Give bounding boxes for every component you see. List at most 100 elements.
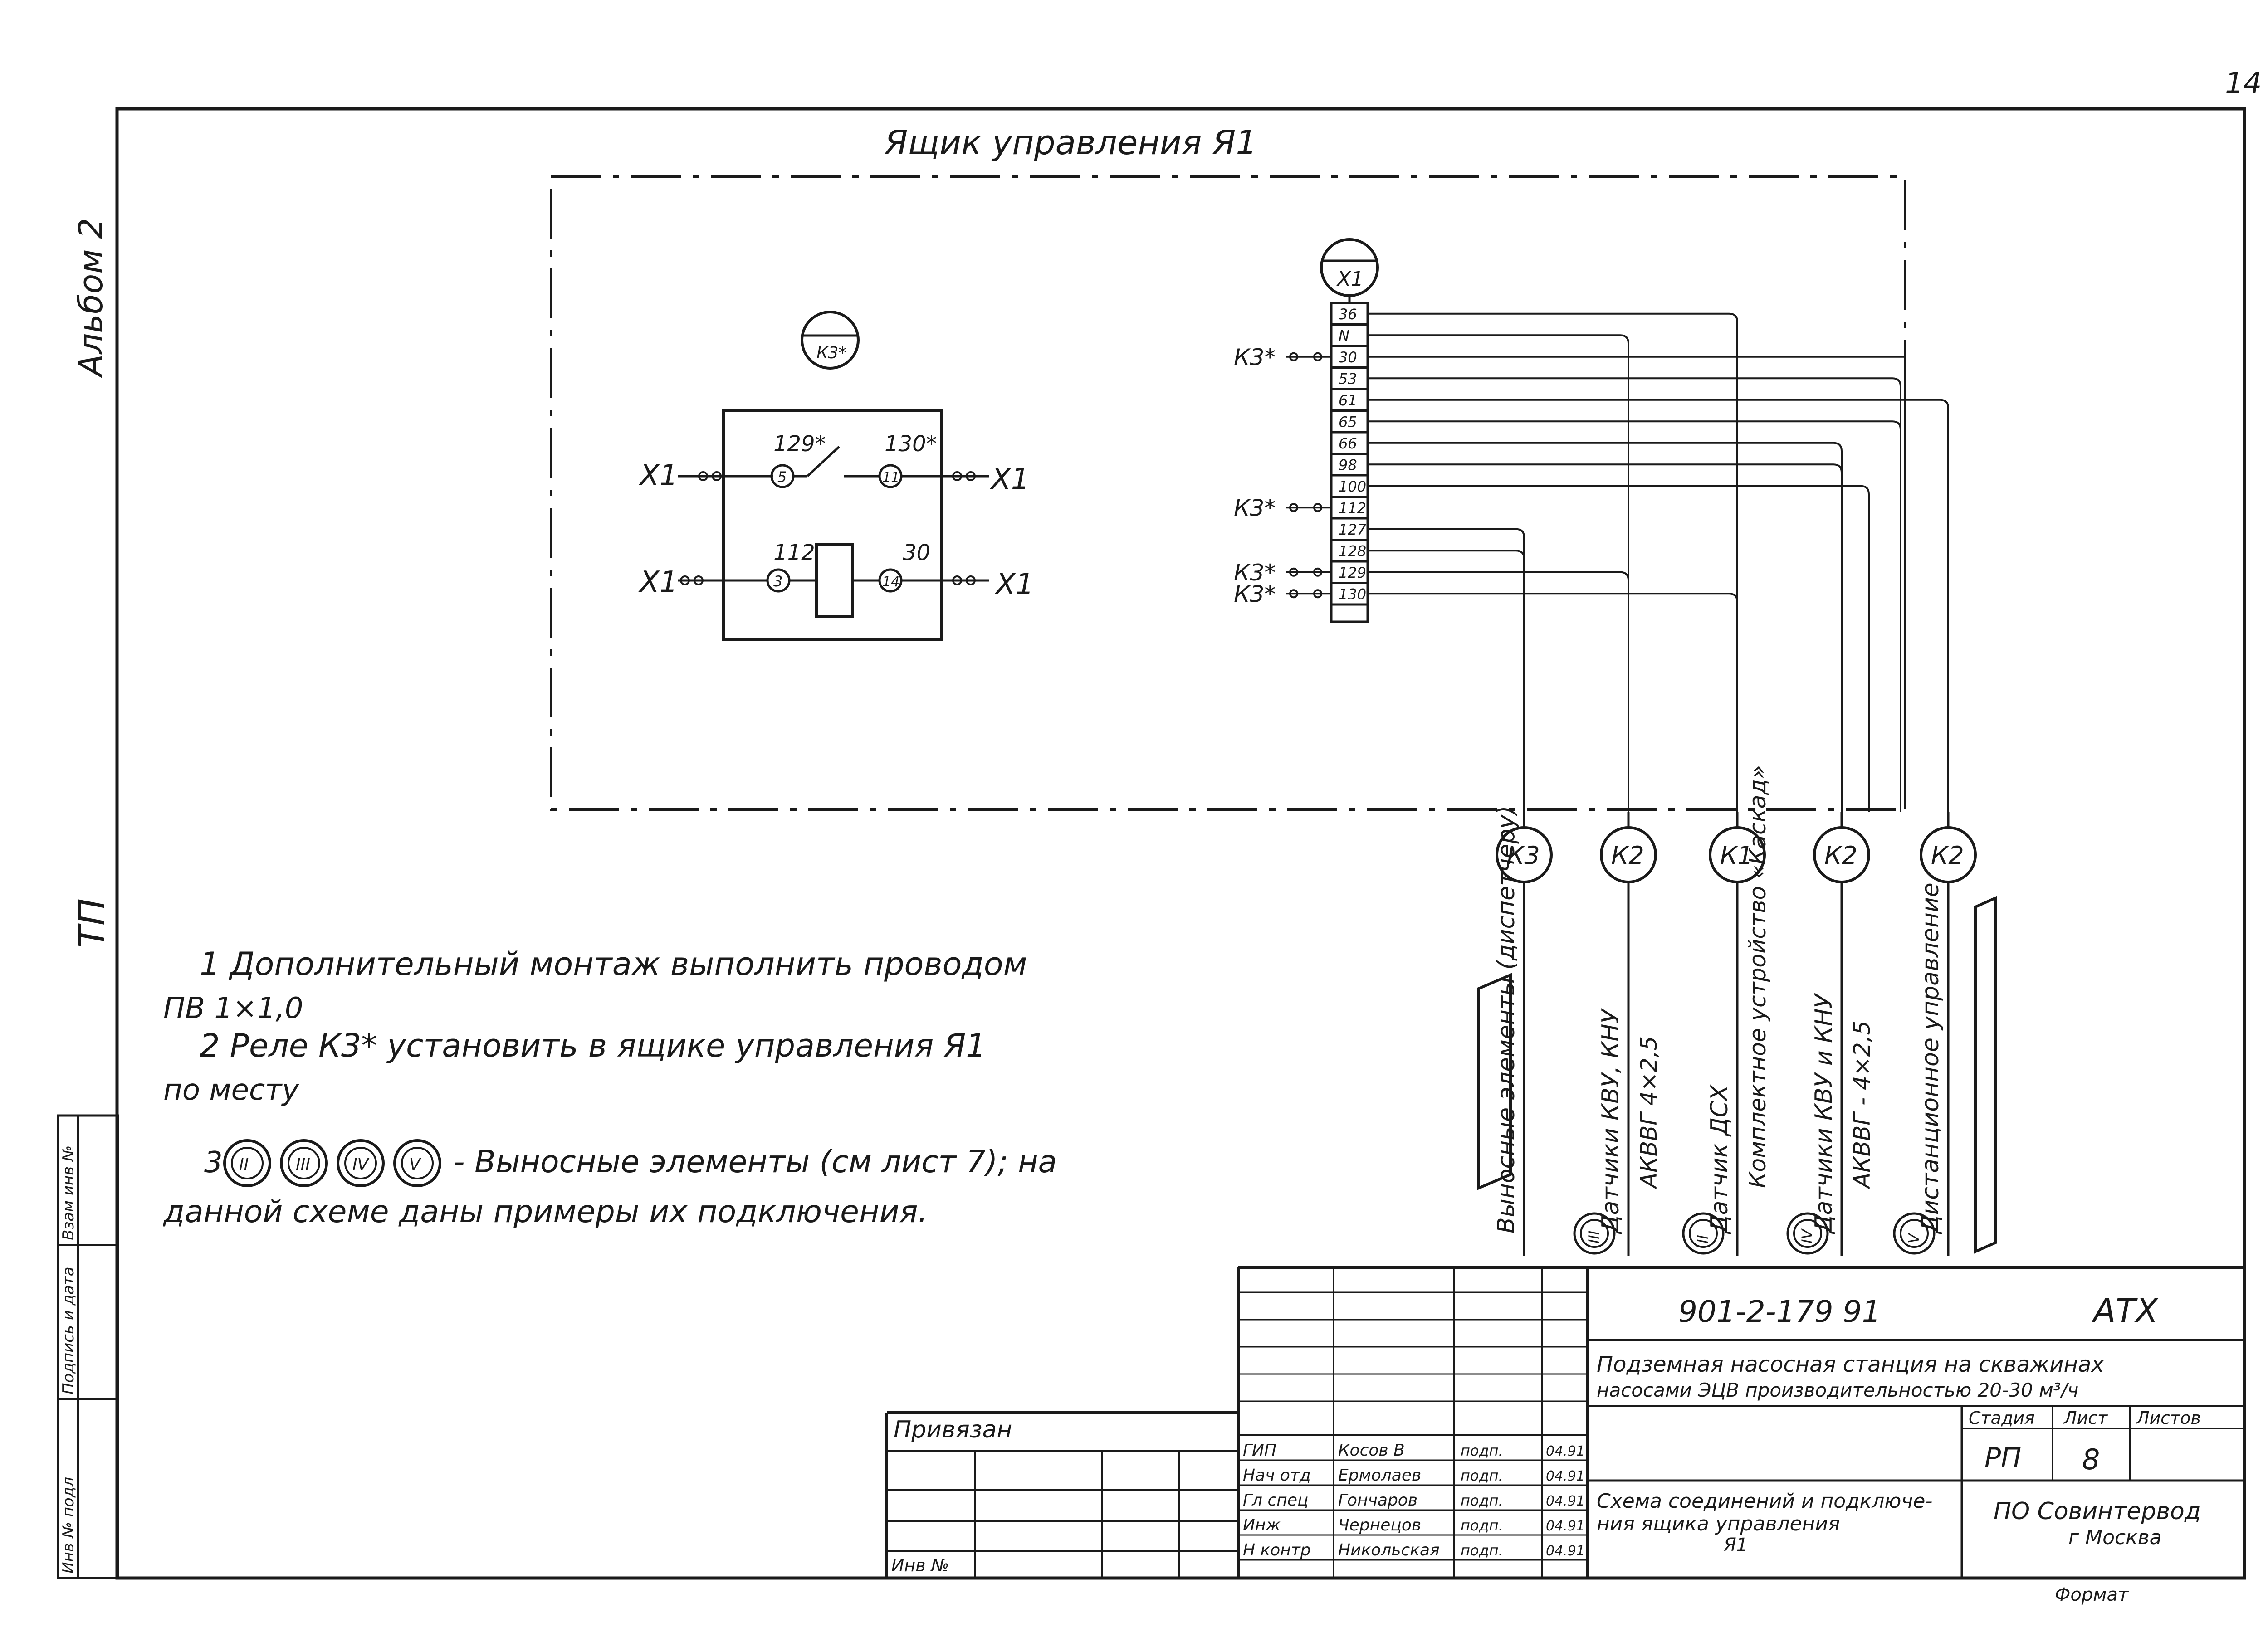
- remote-element-numeral: II: [1694, 1235, 1711, 1243]
- signature-role: Н контр: [1243, 1541, 1311, 1559]
- relay-terminal-14: 14: [882, 574, 899, 590]
- wire: [1368, 334, 1629, 812]
- signature-role: Нач отд: [1243, 1466, 1311, 1485]
- signature-mark: подп.: [1461, 1517, 1503, 1534]
- signature-role: Гл спец: [1243, 1491, 1309, 1510]
- cable-description: Датчики КВУ и КНУ: [1810, 993, 1838, 1234]
- bracket-symbol: [1974, 896, 1997, 1254]
- terminal-number: 65: [1339, 414, 1357, 431]
- inv-no-label: Инв №: [891, 1555, 949, 1575]
- cable-spec: АКВВГ 4×2,5: [1636, 1036, 1662, 1189]
- signature-date: 04.91: [1546, 1543, 1585, 1559]
- note-marker-numeral: V: [409, 1155, 421, 1174]
- note-marker-inner: [344, 1147, 377, 1179]
- relay-x1-left-bottom: Х1: [638, 565, 678, 599]
- wire: [1368, 399, 1949, 812]
- remote-element-marker: [1682, 1212, 1725, 1255]
- terminal-number: 66: [1339, 435, 1357, 452]
- note-2-line-2: по месту: [163, 1073, 299, 1107]
- note-1-line-2: ПВ 1×1,0: [163, 992, 303, 1025]
- k3-pointer-label: К3*: [1234, 581, 1276, 607]
- side-stamp: Инв № подл Подпись и дата Взам инв №: [57, 1114, 119, 1579]
- notes: 1 Дополнительный монтаж выполнить провод…: [163, 945, 1057, 1230]
- signature-mark: подп.: [1461, 1467, 1503, 1484]
- note-marker-inner: [288, 1147, 320, 1179]
- note-marker-numeral: III: [296, 1155, 310, 1174]
- note-marker: [393, 1139, 441, 1187]
- k3-pointer-node: [1289, 503, 1298, 512]
- remote-element-marker: [1786, 1212, 1829, 1255]
- terminal-number: 112: [1339, 500, 1366, 517]
- wire: [1368, 550, 1525, 812]
- k3-pointer-node: [1313, 589, 1322, 599]
- cable-description: Выносные элементы (диспетчеру): [1493, 806, 1520, 1233]
- album-label: Альбом 2: [72, 218, 110, 378]
- signature-name: Гончаров: [1338, 1491, 1418, 1510]
- drawing-title-line-2: ния ящика управления: [1597, 1512, 1840, 1535]
- wire: [1368, 356, 1906, 809]
- signature-date: 04.91: [1546, 1468, 1585, 1484]
- remote-element-numeral: V: [1905, 1233, 1922, 1243]
- stamp-podpis-data: Подпись и дата: [59, 1267, 78, 1394]
- note-marker-inner: [231, 1147, 264, 1179]
- stage-header: Стадия: [1969, 1408, 2035, 1428]
- wire: [1368, 528, 1525, 812]
- org-line-1: ПО Совинтервод: [1994, 1498, 2201, 1525]
- terminal-number: 53: [1339, 370, 1357, 388]
- relay-x1-right-bottom: Х1: [994, 568, 1034, 601]
- relay-wire-30: 30: [903, 540, 930, 565]
- k3-pointer-node: [1289, 567, 1298, 577]
- wire: [1368, 571, 1629, 812]
- signature-date: 04.91: [1546, 1493, 1585, 1509]
- relay-nc-contact: [807, 446, 840, 477]
- terminal-number: 127: [1339, 521, 1367, 538]
- terminal-number: N: [1339, 327, 1349, 345]
- terminal-cell: [1330, 323, 1369, 347]
- wire: [1368, 463, 1843, 812]
- relay-housing: [722, 409, 943, 641]
- stamp-vzam-inv: Взам инв №: [59, 1145, 78, 1240]
- terminal-number: 128: [1339, 543, 1366, 560]
- signature-name: Чернецов: [1338, 1516, 1421, 1535]
- title-block: Привязан Инв № 901-2-179 91 АТХ Подземна…: [885, 1266, 2244, 1605]
- cable-tag: К2: [1824, 841, 1857, 870]
- terminal-number: 61: [1339, 392, 1357, 409]
- k3-pointer-label: К3*: [1234, 344, 1276, 370]
- wire: [1368, 485, 1870, 812]
- k3-pointer-node: [1313, 567, 1322, 577]
- terminal-number: 130: [1339, 586, 1366, 603]
- signature-date: 04.91: [1546, 1443, 1585, 1459]
- note-marker: [223, 1139, 271, 1187]
- sheets-header: Листов: [2136, 1408, 2201, 1428]
- wire: [1368, 377, 1901, 812]
- relay-k3: К3* Х1 5 11 Х1 129* 130* Х1 3 14: [638, 311, 1034, 641]
- terminal-block-tag: Х1: [1336, 268, 1364, 291]
- remote-element-marker-inner: [1689, 1219, 1718, 1248]
- k3-pointer-node: [1313, 503, 1322, 512]
- k3-pointer-node: [1289, 352, 1298, 361]
- relay-wire-129: 129*: [773, 431, 826, 457]
- wire: [1368, 420, 1901, 812]
- relay-wire-130: 130*: [885, 431, 937, 457]
- doc-mark: АТХ: [2092, 1291, 2159, 1330]
- note-3-prefix: 3: [204, 1146, 223, 1179]
- k3-pointer-node: [1313, 352, 1322, 361]
- box-title: Ящик управления Я1: [884, 123, 1257, 162]
- cable-description: Дистанционное управление: [1917, 882, 1944, 1234]
- k3-pointer-label: К3*: [1234, 495, 1276, 521]
- stage-value: РП: [1984, 1442, 2021, 1474]
- relay-wire-112: 112: [773, 540, 815, 565]
- title-line-2: насосами ЭЦВ производительностью 20-30 м…: [1597, 1379, 2078, 1401]
- relay-terminal-3: 3: [773, 573, 782, 590]
- signature-mark: подп.: [1461, 1442, 1503, 1459]
- privyazan-label: Привязан: [894, 1416, 1012, 1443]
- terminal-cell-end: [1330, 603, 1369, 623]
- signature-name: Косов В: [1338, 1441, 1405, 1460]
- cable-tag: К2: [1931, 841, 1964, 870]
- wire: [1368, 593, 1738, 812]
- relay-x1-left-top: Х1: [638, 459, 678, 492]
- note-3-text: - Выносные элементы (см лист 7); на: [454, 1144, 1057, 1180]
- relay-terminal-11: 11: [882, 470, 899, 486]
- remote-element-numeral: IV: [1799, 1228, 1816, 1243]
